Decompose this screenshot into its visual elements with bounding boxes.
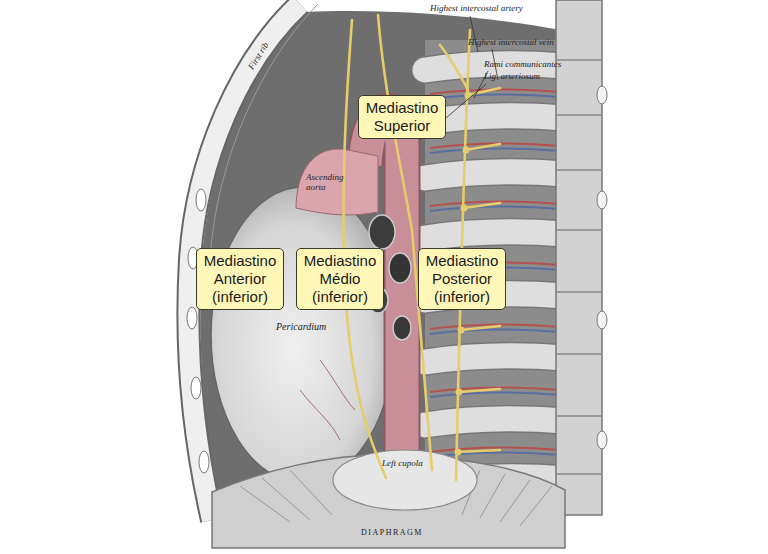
anatomy-label: DIAPHRAGM <box>361 528 423 537</box>
anatomy-label: Lig. arteriosum <box>484 71 540 81</box>
pericardial-vessels <box>300 360 355 440</box>
ascending-aorta <box>296 149 378 215</box>
region-label-box: Mediastino Superior <box>358 95 447 139</box>
anatomy-label: Pericardium <box>276 321 326 333</box>
region-name: Mediastino Posterior (inferior) <box>426 252 499 306</box>
region-name: Mediastino Médio (inferior) <box>304 252 377 306</box>
anatomy-label: First rib <box>246 40 271 71</box>
anatomy-label: Rami communicantes <box>484 59 561 69</box>
anatomy-label: Highest intercostal artery <box>430 3 523 13</box>
region-name: Mediastino Anterior (inferior) <box>204 252 277 306</box>
thoracic-cavity <box>200 11 560 512</box>
region-label-box: Mediastino Posterior (inferior) <box>418 248 507 310</box>
region-label-box: Mediastino Anterior (inferior) <box>196 248 285 310</box>
costal-cartilages <box>187 189 209 473</box>
anatomy-label: Highest intercostal vein <box>468 37 554 47</box>
anatomy-label: Left cupola <box>382 458 423 468</box>
vertebral-column <box>556 0 607 515</box>
region-label-box: Mediastino Médio (inferior) <box>296 248 385 310</box>
region-name: Mediastino Superior <box>366 99 439 135</box>
anatomy-label: Ascending aorta <box>306 172 356 193</box>
pericardium <box>211 187 395 483</box>
